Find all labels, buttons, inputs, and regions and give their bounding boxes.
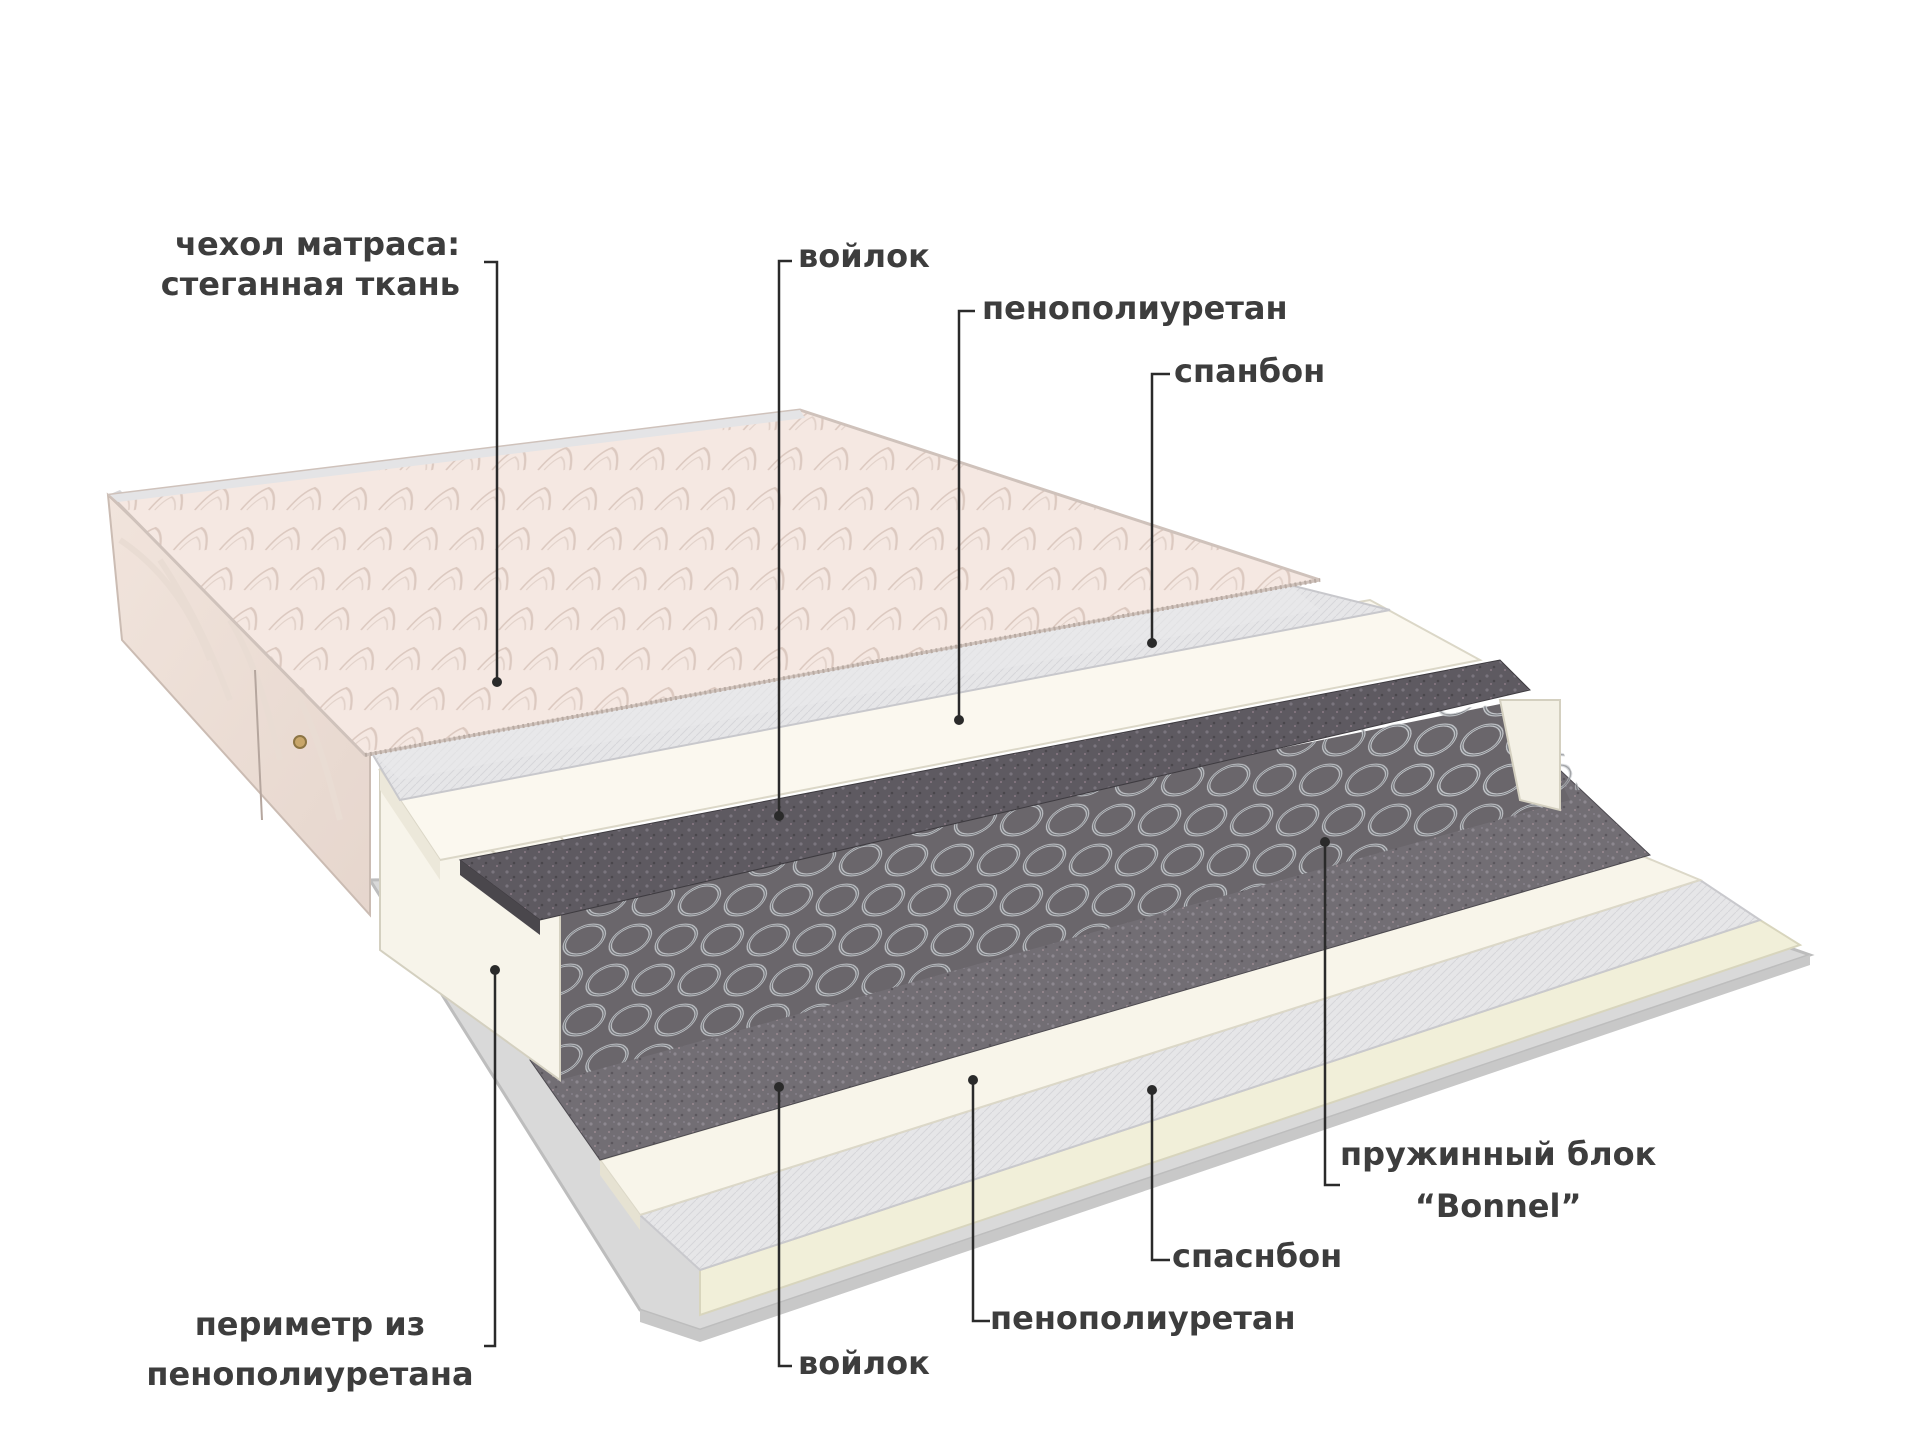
label-cover-line2: стеганная ткань <box>160 265 460 303</box>
label-felt-top-text: войлок <box>798 237 930 275</box>
leader-felt-bottom <box>777 1087 792 1368</box>
label-cover-line1: чехол матраса: <box>174 225 460 263</box>
leader-cover <box>484 260 499 682</box>
leader-spunbond-bottom <box>1150 1090 1170 1262</box>
leader-spunbond-top <box>1150 372 1170 643</box>
label-spunbond-bottom-text: спаснбон <box>1172 1237 1343 1275</box>
leader-spring-block <box>1323 842 1340 1187</box>
label-spring-block-line2: “Bonnel” <box>1414 1187 1582 1225</box>
label-felt-bottom: войлок <box>798 1343 930 1383</box>
label-felt-top: войлок <box>798 236 930 276</box>
leader-pu-bottom <box>971 1080 990 1323</box>
label-pu-top: пенополиуретан <box>982 288 1288 328</box>
label-perimeter: периметр из пенополиуретана <box>140 1304 480 1394</box>
leader-perimeter <box>484 970 497 1348</box>
label-spunbond-top: спанбон <box>1174 351 1325 391</box>
label-cover: чехол матраса: стеганная ткань <box>161 224 460 304</box>
perimeter-foam-bar-right <box>1498 699 1561 812</box>
label-perimeter-line1: периметр из <box>194 1305 426 1343</box>
label-spunbond-top-text: спанбон <box>1174 352 1326 390</box>
leader-dots <box>490 638 1330 1095</box>
label-felt-bottom-text: войлок <box>798 1344 930 1382</box>
mattress-top-cover <box>106 408 1321 757</box>
leader-pu-top <box>957 309 975 720</box>
leader-felt-top <box>777 259 792 816</box>
label-pu-bottom: пенополиуретан <box>990 1298 1296 1338</box>
label-pu-top-text: пенополиуретан <box>982 289 1288 327</box>
leader-lines <box>484 259 1340 1368</box>
label-spunbond-bottom: спаснбон <box>1172 1236 1342 1276</box>
label-pu-bottom-text: пенополиуретан <box>990 1299 1296 1337</box>
label-spring-block-line1: пружинный блок <box>1340 1135 1657 1173</box>
label-spring-block: пружинный блок “Bonnel” <box>1340 1134 1656 1226</box>
label-perimeter-line2: пенополиуретана <box>146 1355 474 1393</box>
